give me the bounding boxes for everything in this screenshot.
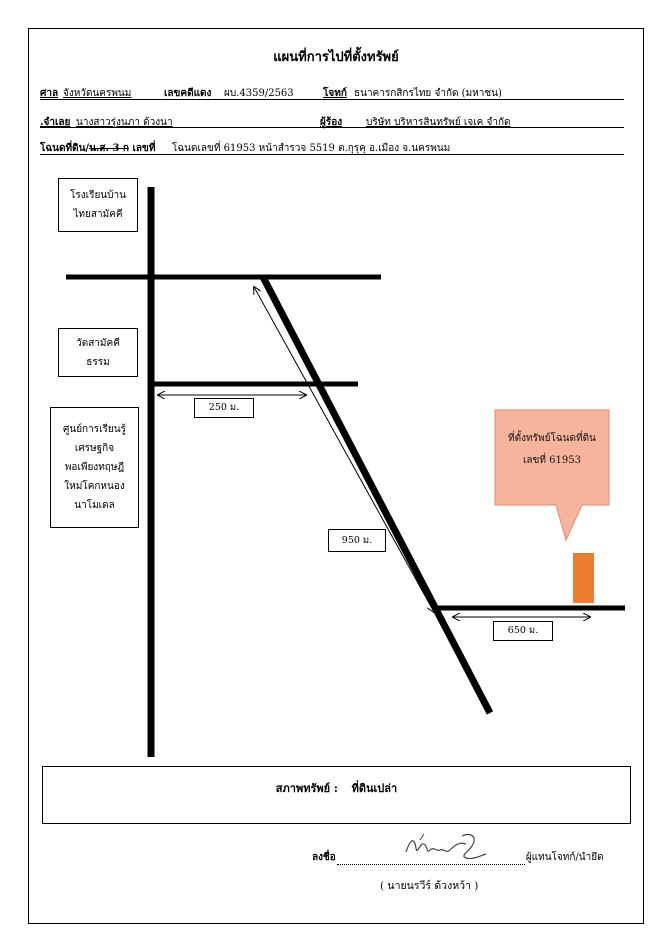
deed-label-suffix: เลขที่: [128, 143, 156, 154]
deed-value: โฉนดเลขที่ 61953 หน้าสำรวจ 5519 ต.กุรุคุ…: [172, 143, 451, 154]
property-callout-text: ที่ตั้งทรัพย์โฉนดที่ดิน เลขที่ 61953: [496, 428, 608, 472]
case-label: เลขคดีแดง: [164, 88, 212, 99]
court-label: ศาล: [40, 88, 59, 99]
header-rule-2: [40, 127, 624, 128]
petitioner-label: ผู้ร้อง: [320, 117, 343, 128]
status-label: สภาพทรัพย์ :: [275, 782, 338, 795]
landmark-temple: วัดสามัคคีธรรม: [58, 328, 138, 377]
signature-row: ลงชื่อ ผู้แทนโจทก์/นำยึด: [312, 850, 604, 865]
deed-label-struck: น.ส. 3 ก: [89, 143, 129, 154]
callout-line-2: เลขที่ 61953: [523, 455, 581, 466]
plaintiff-label: โจทก์: [323, 88, 347, 99]
sign-label: ลงชื่อ: [312, 852, 336, 863]
distance-arrow-950: [254, 287, 434, 612]
plaintiff-value: ธนาคารกสิกรไทย จำกัด (มหาชน): [354, 88, 502, 99]
map-title: แผนที่การไปที่ตั้งทรัพย์: [273, 50, 399, 65]
court-value: จังหวัดนครพนม: [63, 88, 132, 99]
document-frame: [28, 28, 644, 924]
deed-label-prefix: โฉนดที่ดิน/: [40, 143, 90, 154]
property-marker: [573, 553, 594, 603]
signature-line: [336, 854, 525, 865]
defendant-value: นางสาวรุ่งนภา ด้วงนา: [76, 117, 173, 128]
handwritten-signature: [405, 833, 487, 860]
diagonal-road: [259, 275, 494, 715]
defendant-label: .จำเลย: [40, 117, 71, 128]
distance-label-650: 650 ม.: [493, 621, 553, 641]
property-status: สภาพทรัพย์ : ที่ดินเปล่า: [43, 779, 630, 797]
signer-role: ผู้แทนโจทก์/นำยึด: [525, 852, 604, 863]
distance-label-950: 950 ม.: [328, 529, 386, 552]
petitioner-value: บริษัท บริหารสินทรัพย์ เจเค จำกัด: [366, 117, 511, 128]
property-status-box: สภาพทรัพย์ : ที่ดินเปล่า: [42, 766, 631, 824]
landmark-learning-center: ศูนย์การเรียนรู้เศรษฐกิจพอเพียงทฤษฎีใหม่…: [50, 407, 139, 528]
header-rule-1: [40, 99, 624, 100]
property-callout: [494, 409, 610, 542]
landmark-school: โรงเรียนบ้านไทยสามัคคี: [58, 178, 138, 232]
case-value: ผบ.4359/2563: [224, 88, 294, 99]
distance-label-250: 250 ม.: [194, 398, 254, 418]
signer-name: ( นายนรวีร์ ด้วงหว้า ): [380, 880, 479, 892]
status-value: ที่ดินเปล่า: [351, 782, 398, 795]
deed-label: โฉนดที่ดิน/น.ส. 3 ก เลขที่: [40, 141, 155, 156]
header-rule-3: [40, 154, 624, 155]
callout-line-1: ที่ตั้งทรัพย์โฉนดที่ดิน: [508, 433, 596, 444]
